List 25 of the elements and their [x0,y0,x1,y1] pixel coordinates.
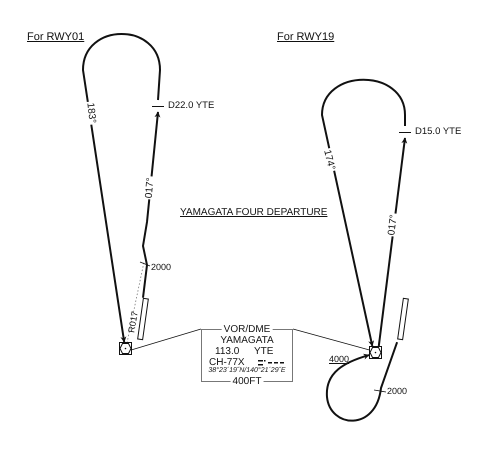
flight-track-arrow [142,111,160,298]
navaid-text: 113.0 [215,346,240,357]
runway-heading: For RWY19 [277,31,334,43]
procedure-title: YAMAGATA FOUR DEPARTURE [180,207,328,218]
flight-track-arrow [82,33,161,343]
edge-label: 183° [84,101,98,125]
navaid-text: YTE [254,346,274,357]
vor-dme-symbol [369,346,382,359]
leader-line [132,328,202,350]
altitude-label: 4000 [329,354,350,364]
radial-label: R017 [126,310,140,334]
leader-line [292,328,370,350]
navaid-text: 400FT [230,376,264,387]
altitude-label: 2000 [151,262,172,272]
runway-box [137,298,149,340]
runway-box [397,298,409,340]
vor-dme-symbol [119,342,132,355]
flight-track-arrow [321,78,406,347]
navaid-text: CH-77X [209,357,245,368]
navaid-text: YAMAGATA [219,335,275,346]
flight-track-arrow [326,342,398,422]
altitude-label: 2000 [387,386,408,396]
flight-track-arrow [378,137,408,346]
runway-heading: For RWY01 [27,31,84,43]
navaid-text: VOR/DME [222,324,272,335]
